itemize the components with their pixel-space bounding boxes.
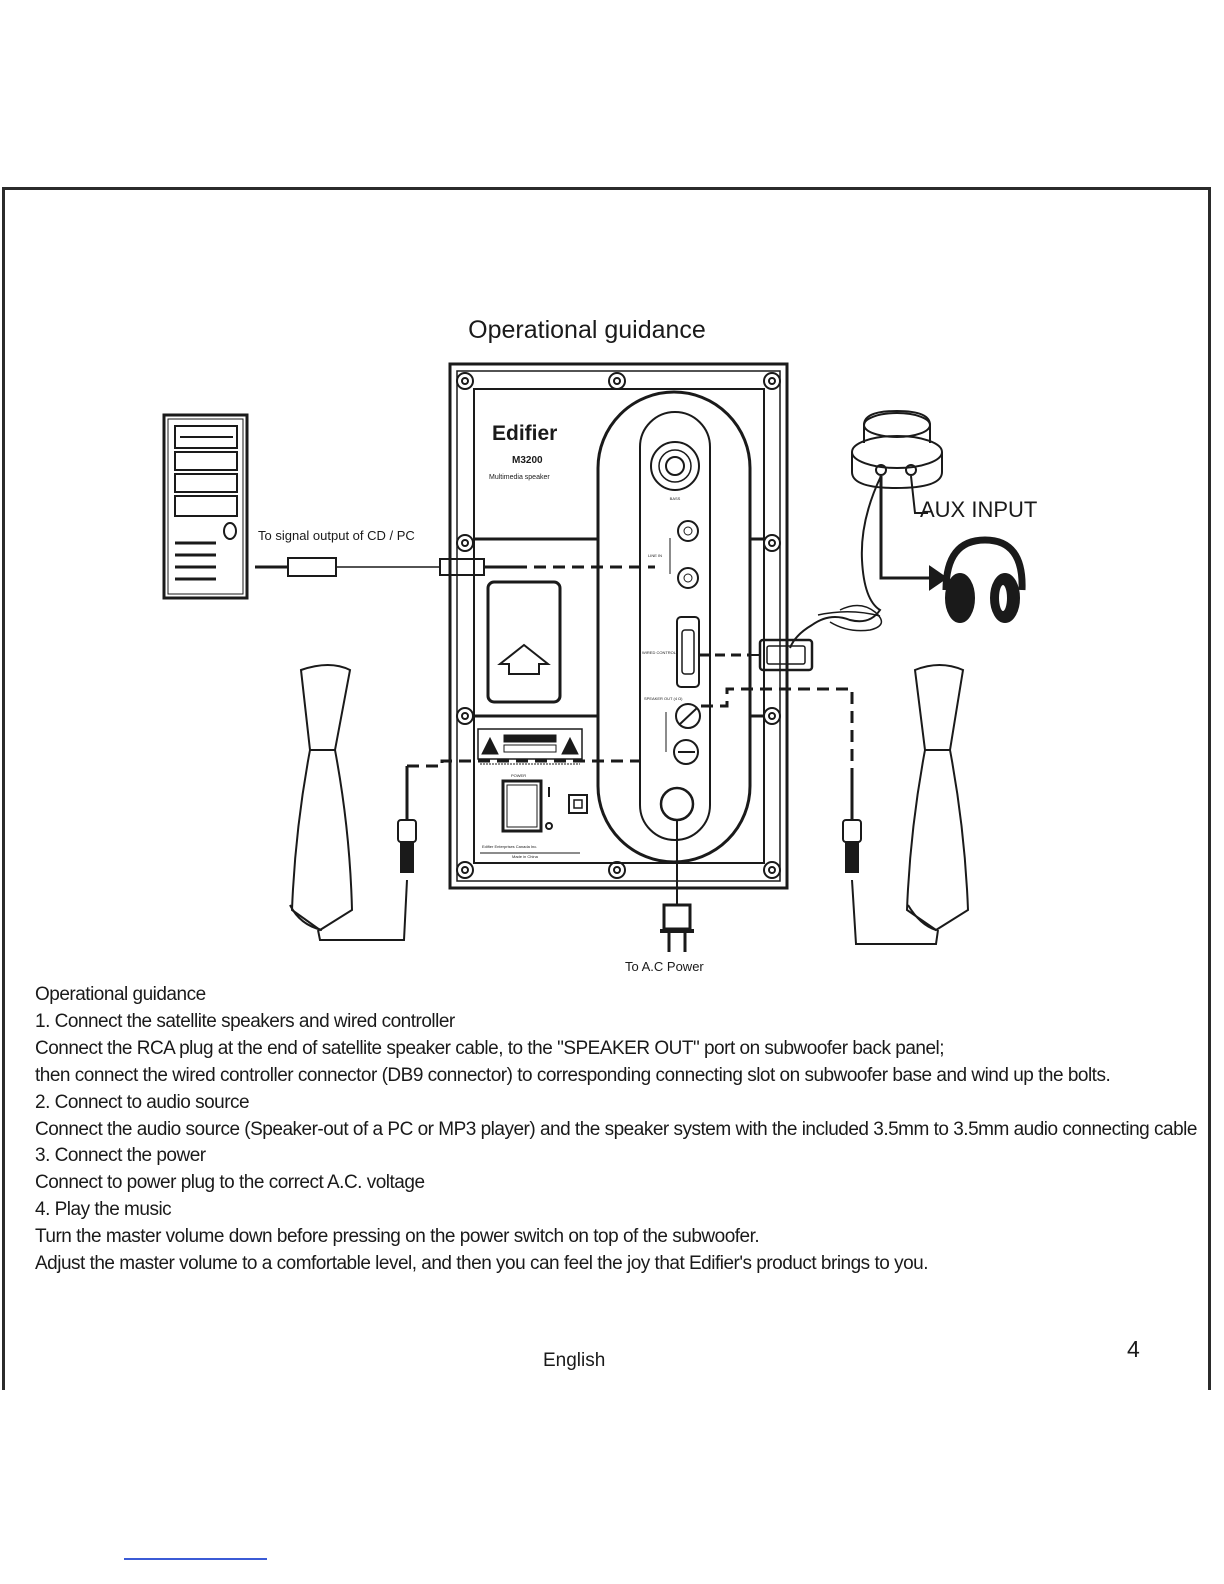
subwoofer-back-panel: [448, 362, 789, 890]
power-plug-icon: [660, 820, 694, 952]
step-1-line-2: then connect the wired controller connec…: [35, 1064, 1111, 1086]
caution-label: CAUTION: [518, 736, 536, 741]
subtitle-label: Multimedia speaker: [489, 474, 550, 481]
headphones-icon: [879, 476, 1026, 623]
made-in-label: Made in China: [512, 854, 539, 859]
ac-power-label: To A.C Power: [625, 959, 704, 974]
step-4-line-1: Turn the master volume down before press…: [35, 1226, 760, 1248]
instructions-block: Operational guidance 1. Connect the sate…: [35, 982, 1215, 1278]
bottom-link-underline[interactable]: [124, 1558, 267, 1560]
step-1-title: 1. Connect the satellite speakers and wi…: [35, 1010, 455, 1032]
line-in-label: LINE IN: [648, 553, 662, 558]
step-3-line-1: Connect to power plug to the correct A.C…: [35, 1172, 425, 1194]
signal-output-label: To signal output of CD / PC: [258, 528, 415, 543]
right-satellite-speaker-icon: [697, 664, 970, 945]
page-frame: [2, 187, 1211, 1390]
step-3-title: 3. Connect the power: [35, 1145, 206, 1167]
model-label: M3200: [512, 455, 543, 466]
aux-input-label: AUX INPUT: [920, 497, 1037, 522]
company-label: Edifier Enterprises Canada Inc.: [482, 844, 537, 849]
pc-tower-icon: [162, 413, 249, 600]
speaker-out-label: SPEAKER OUT (4 Ω): [644, 696, 683, 701]
wired-control-label: WIRED CONTROL: [642, 650, 677, 655]
footer-language: English: [543, 1350, 606, 1371]
power-label: POWER: [511, 773, 526, 778]
screw-icon: [456, 372, 781, 879]
step-2-title: 2. Connect to audio source: [35, 1091, 250, 1113]
left-satellite-speaker-icon: [289, 664, 640, 941]
instructions-heading: Operational guidance: [35, 984, 206, 1005]
wired-controller-icon: [699, 409, 943, 672]
audio-cable: [255, 557, 655, 577]
step-4-title: 4. Play the music: [35, 1199, 172, 1221]
step-4-line-2: Adjust the master volume to a comfortabl…: [35, 1253, 928, 1275]
page-number: 4: [1127, 1336, 1140, 1362]
step-2-line-1: Connect the audio source (Speaker-out of…: [35, 1118, 1197, 1140]
bass-label: BASS: [670, 496, 681, 501]
step-1-line-1: Connect the RCA plug at the end of satel…: [35, 1037, 945, 1059]
brand-label: Edifier: [492, 422, 557, 445]
diagram-title: Operational guidance: [468, 316, 706, 344]
